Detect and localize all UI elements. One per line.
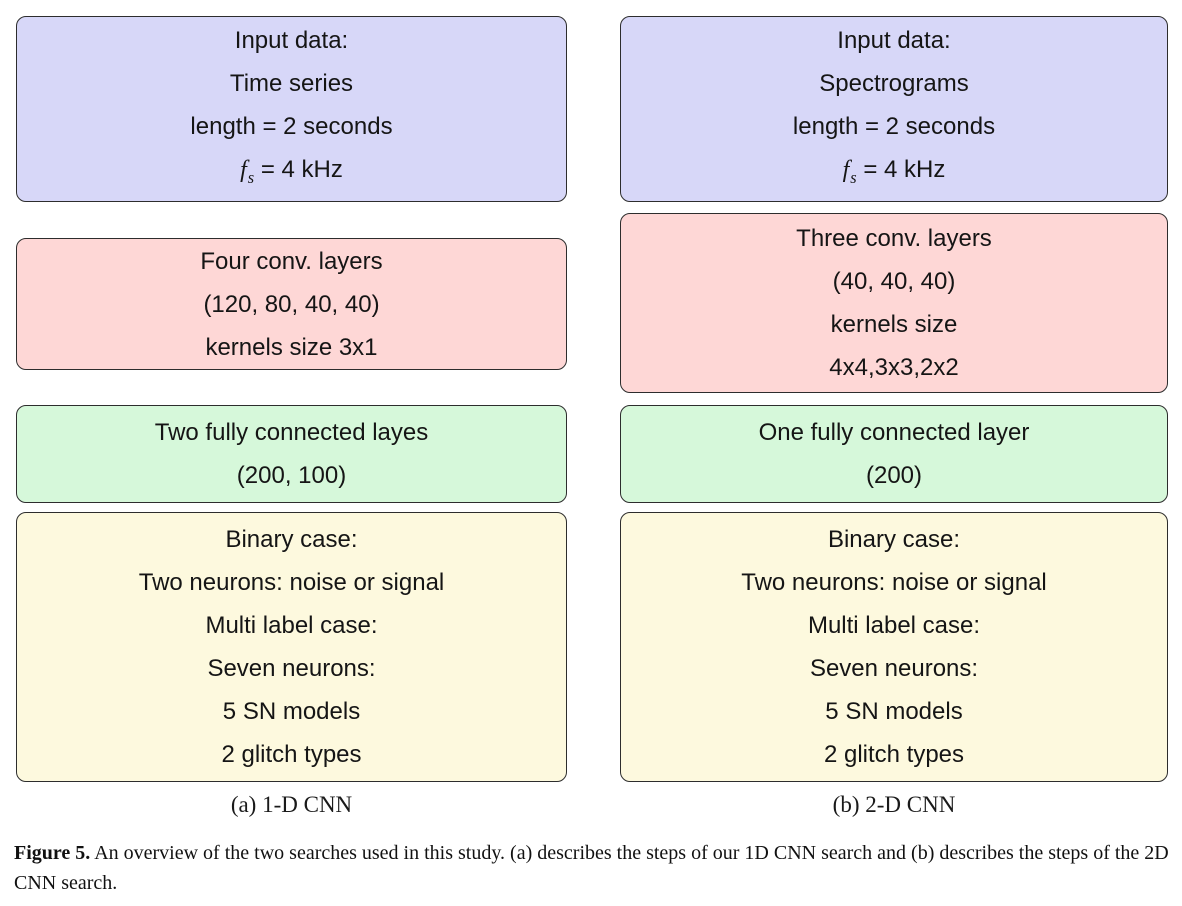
figure-caption-label: Figure 5.	[14, 842, 91, 864]
output-line: 2 glitch types	[221, 741, 362, 768]
input-line: Input data:	[234, 27, 349, 55]
conv-line: (40, 40, 40)	[832, 268, 956, 295]
output-line: Binary case:	[827, 526, 961, 553]
fc-line: (200)	[865, 462, 923, 489]
output-line: Multi label case:	[807, 612, 981, 639]
sampling-frequency-line: fs = 4 kHz	[843, 148, 946, 199]
fully-connected-box-1d: Two fully connected layes (200, 100)	[16, 405, 567, 503]
panel-caption-b: (b) 2-D CNN	[832, 792, 956, 817]
conv-line: (120, 80, 40, 40)	[203, 290, 380, 318]
input-line: Spectrograms	[819, 70, 969, 98]
panel-caption-a: (a) 1-D CNN	[230, 792, 353, 817]
sampling-frequency-line: fs = 4 kHz	[240, 148, 343, 199]
figure-caption-text: An overview of the two searches used in …	[14, 842, 1169, 894]
input-line: length = 2 seconds	[792, 113, 996, 141]
output-layer-box-2d: Binary case: Two neurons: noise or signa…	[620, 512, 1168, 782]
output-line: 5 SN models	[222, 698, 361, 725]
conv-layers-box-2d: Three conv. layers (40, 40, 40) kernels …	[620, 213, 1168, 393]
math-rest: = 4 kHz	[856, 156, 946, 184]
input-data-box-2d: Input data: Spectrograms length = 2 seco…	[620, 16, 1168, 202]
math-variable: f	[842, 157, 850, 184]
conv-line: kernels size	[830, 311, 958, 338]
output-line: Seven neurons:	[207, 655, 376, 682]
math-variable: f	[240, 157, 247, 184]
fc-line: (200, 100)	[236, 462, 347, 489]
input-line: length = 2 seconds	[190, 113, 393, 141]
input-data-box-1d: Input data: Time series length = 2 secon…	[16, 16, 567, 202]
output-line: Two neurons: noise or signal	[741, 569, 1047, 596]
conv-line: 4x4,3x3,2x2	[829, 354, 959, 381]
conv-layers-box-1d: Four conv. layers (120, 80, 40, 40) kern…	[16, 238, 567, 370]
input-line: Input data:	[837, 27, 951, 55]
fc-line: Two fully connected layes	[154, 419, 429, 446]
output-line: Two neurons: noise or signal	[138, 569, 445, 596]
output-line: 2 glitch types	[823, 741, 965, 768]
conv-line: Four conv. layers	[200, 247, 383, 275]
math-subscript: s	[850, 167, 857, 187]
input-line: Time series	[229, 70, 354, 98]
fc-line: One fully connected layer	[758, 419, 1030, 446]
figure-caption: Figure 5. An overview of the two searche…	[14, 838, 1172, 898]
output-layer-box-1d: Binary case: Two neurons: noise or signa…	[16, 512, 567, 782]
output-line: Binary case:	[225, 526, 358, 553]
conv-line: kernels size 3x1	[205, 333, 378, 361]
output-line: Seven neurons:	[809, 655, 979, 682]
output-line: Multi label case:	[205, 612, 378, 639]
fully-connected-box-2d: One fully connected layer (200)	[620, 405, 1168, 503]
output-line: 5 SN models	[825, 698, 963, 725]
conv-line: Three conv. layers	[796, 225, 992, 252]
math-rest: = 4 kHz	[254, 156, 343, 184]
math-subscript: s	[247, 167, 255, 187]
